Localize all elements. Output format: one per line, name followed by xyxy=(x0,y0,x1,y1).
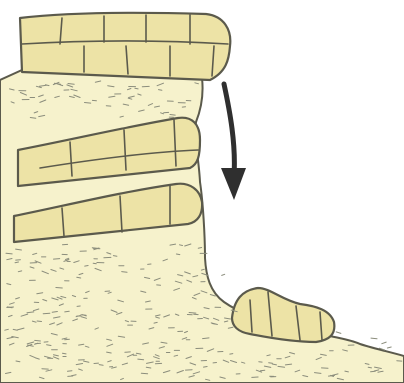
speckle-mark xyxy=(52,312,57,313)
speckle-mark xyxy=(269,363,273,364)
speckle-mark xyxy=(176,254,179,255)
speckle-mark xyxy=(159,90,162,91)
speckle-mark xyxy=(85,266,88,267)
speckle-mark xyxy=(382,342,386,344)
speckle-mark xyxy=(198,248,201,249)
speckle-mark xyxy=(222,274,225,275)
speckle-mark xyxy=(77,277,81,278)
speckle-mark xyxy=(30,118,36,119)
speckle-mark xyxy=(99,365,103,366)
speckle-mark xyxy=(146,367,151,368)
speckle-mark xyxy=(63,353,67,354)
speckle-mark xyxy=(65,339,70,340)
strong-layer-top xyxy=(20,13,230,80)
speckle-mark xyxy=(204,367,208,368)
speckle-mark xyxy=(180,245,183,246)
speckle-mark xyxy=(371,371,376,372)
speckle-mark xyxy=(189,313,196,314)
speckle-mark xyxy=(68,84,74,85)
speckle-mark xyxy=(261,370,265,371)
speckle-mark xyxy=(37,321,41,322)
speckle-mark xyxy=(85,103,91,104)
speckle-mark xyxy=(68,371,72,372)
speckle-mark xyxy=(122,272,127,273)
speckle-mark xyxy=(141,373,147,374)
speckle-mark xyxy=(138,359,144,360)
speckle-mark xyxy=(230,354,233,355)
speckle-mark xyxy=(387,347,391,348)
speckle-mark xyxy=(113,256,117,257)
speckle-mark xyxy=(336,332,341,334)
speckle-mark xyxy=(65,311,69,312)
speckle-mark xyxy=(368,367,371,368)
speckle-mark xyxy=(7,307,14,308)
falling-arrow-icon xyxy=(221,84,246,200)
speckle-mark xyxy=(15,262,19,263)
speckle-mark xyxy=(154,322,157,323)
speckle-mark xyxy=(81,315,86,316)
speckle-mark xyxy=(170,115,175,116)
fallen-rock-blocks xyxy=(232,288,334,342)
speckle-mark xyxy=(56,288,62,289)
speckle-mark xyxy=(35,340,41,341)
speckle-mark xyxy=(371,338,377,339)
speckle-mark xyxy=(54,259,60,260)
speckle-mark xyxy=(203,338,209,339)
speckle-mark xyxy=(6,253,12,254)
speckle-mark xyxy=(43,313,50,314)
speckle-mark xyxy=(135,88,138,89)
